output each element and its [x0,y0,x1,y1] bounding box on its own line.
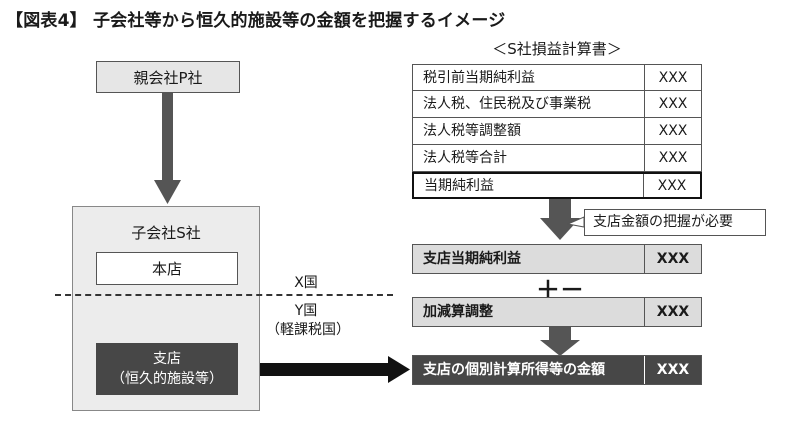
statement-row-value: XXX [657,178,687,194]
branch-box: 支店 （恒久的施設等） [96,343,238,395]
adjustment-value: XXX [656,304,690,320]
subsidiary-title: 子会社S社 [131,224,201,242]
statement-row: 法人税、住民税及び事業税 XXX [412,91,702,118]
statement-title: ＜S社損益計算書＞ [492,40,622,58]
statement-row-label: 法人税、住民税及び事業税 [413,91,645,117]
arrow-adjustment-down [540,326,580,356]
statement-row-value: XXX [658,70,688,86]
branch-net-income-value: XXX [656,251,690,267]
statement-row-value: XXX [658,96,688,112]
branch-income-amount-label: 支店の個別計算所得等の金額 [413,356,645,384]
statement-row-value: XXX [658,150,688,166]
branch-income-amount-row: 支店の個別計算所得等の金額 XXX [412,355,702,385]
branch-sublabel: （恒久的施設等） [111,371,223,387]
arrow-branch-to-result [238,356,410,383]
callout-note: 支店金額の把握が必要 [584,209,766,236]
branch-net-income-label: 支店当期純利益 [413,245,645,273]
branch-income-amount-value: XXX [656,362,690,378]
border-dashed-line [55,294,393,296]
branch-net-income-row: 支店当期純利益 XXX [412,244,702,274]
arrow-parent-to-sub [154,93,181,204]
income-statement-table: 税引前当期純利益 XXX 法人税、住民税及び事業税 XXX 法人税等調整額 XX… [412,64,702,199]
adjustment-row: 加減算調整 XXX [412,297,702,327]
country-y-label: Y国 [294,303,318,319]
figure-title: 【図表4】 子会社等から恒久的施設等の金額を把握するイメージ [6,11,506,31]
country-x-label: X国 [294,275,318,291]
statement-row-label: 法人税等合計 [413,145,645,171]
adjustment-label: 加減算調整 [413,298,645,326]
statement-row: 税引前当期純利益 XXX [412,64,702,91]
head-office-box: 本店 [96,252,238,285]
branch-label: 支店 [153,351,181,367]
country-y-note: （軽課税国） [266,322,350,338]
arrow-statement-down [540,198,580,240]
statement-row: 法人税等合計 XXX [412,145,702,172]
statement-row-label: 税引前当期純利益 [413,65,645,90]
statement-row-highlighted: 当期純利益 XXX [412,172,702,199]
statement-row: 法人税等調整額 XXX [412,118,702,145]
parent-company-box: 親会社P社 [96,61,240,93]
statement-row-label: 法人税等調整額 [413,118,645,144]
statement-row-label: 当期純利益 [414,174,644,197]
statement-row-value: XXX [658,123,688,139]
